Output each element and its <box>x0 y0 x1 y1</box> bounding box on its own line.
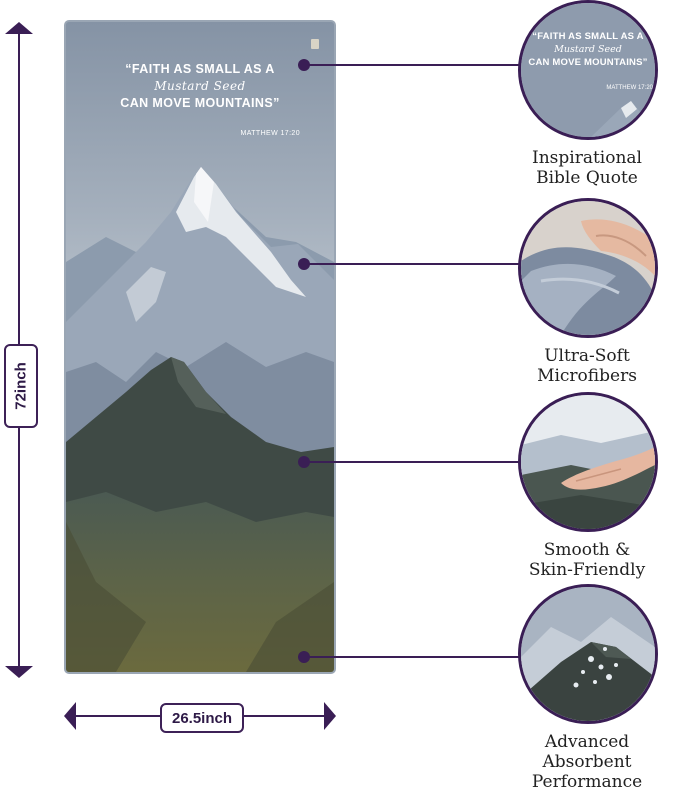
feature-caption-1-line-2: Bible Quote <box>536 168 638 188</box>
feature-caption-4-line-2: Performance <box>531 772 643 792</box>
width-label-text: 26.5inch <box>171 709 233 727</box>
quote-line-3: CAN MOVE MOUNTAINS” <box>120 96 280 110</box>
feature-caption-3-line-1: Smooth & <box>543 540 631 560</box>
product-infographic: “FAITH AS SMALL AS A Mustard Seed CAN MO… <box>4 0 658 792</box>
feature-ultra-soft: Ultra-Soft Microfibers <box>518 198 658 386</box>
feature-caption-1: Inspirational Bible Quote <box>502 148 672 188</box>
feature-caption-4-line-1: Advanced Absorbent <box>542 732 632 772</box>
towel-product-image: “FAITH AS SMALL AS A Mustard Seed CAN MO… <box>66 22 334 672</box>
towel-tag <box>311 39 319 49</box>
zoomed-quote-line-1: “FAITH AS SMALL AS A <box>532 31 644 42</box>
feature-caption-1-line-1: Inspirational <box>532 148 642 168</box>
feature-caption-3-line-2: Skin-Friendly <box>528 560 646 580</box>
towel-quote: “FAITH AS SMALL AS A Mustard Seed CAN MO… <box>66 62 334 110</box>
connector-line-2 <box>304 263 520 265</box>
connector-line-1 <box>304 64 520 66</box>
zoomed-quote: “FAITH AS SMALL AS A Mustard Seed CAN MO… <box>521 31 655 68</box>
width-label: 26.5inch <box>160 703 244 733</box>
height-label: 72inch <box>4 344 38 428</box>
feature-circle-quote: “FAITH AS SMALL AS A Mustard Seed CAN MO… <box>518 0 658 140</box>
feature-caption-4: Advanced Absorbent Performance <box>502 732 672 792</box>
quote-line-2: Mustard Seed <box>154 79 246 93</box>
connector-line-4 <box>304 656 520 658</box>
connector-line-3 <box>304 461 520 463</box>
quote-reference: MATTHEW 17:20 <box>240 130 300 137</box>
feature-circle-absorbent <box>518 584 658 724</box>
quote-line-1: “FAITH AS SMALL AS A <box>125 62 275 76</box>
mountain-landscape <box>66 22 334 672</box>
feature-circle-smooth <box>518 392 658 532</box>
feature-absorbent: Advanced Absorbent Performance <box>518 584 658 792</box>
zoomed-quote-line-3: CAN MOVE MOUNTAINS” <box>528 57 648 68</box>
zoomed-quote-reference: MATTHEW 17:20 <box>606 85 653 91</box>
feature-skin-friendly: Smooth & Skin-Friendly <box>518 392 658 580</box>
zoomed-quote-line-2: Mustard Seed <box>554 44 622 55</box>
feature-caption-3: Smooth & Skin-Friendly <box>502 540 672 580</box>
height-label-text: 72inch <box>12 362 30 410</box>
feature-circle-soft <box>518 198 658 338</box>
feature-caption-2-line-1: Ultra-Soft <box>544 346 630 366</box>
feature-bible-quote: “FAITH AS SMALL AS A Mustard Seed CAN MO… <box>518 0 658 188</box>
feature-caption-2-line-2: Microfibers <box>537 366 637 386</box>
feature-caption-2: Ultra-Soft Microfibers <box>502 346 672 386</box>
